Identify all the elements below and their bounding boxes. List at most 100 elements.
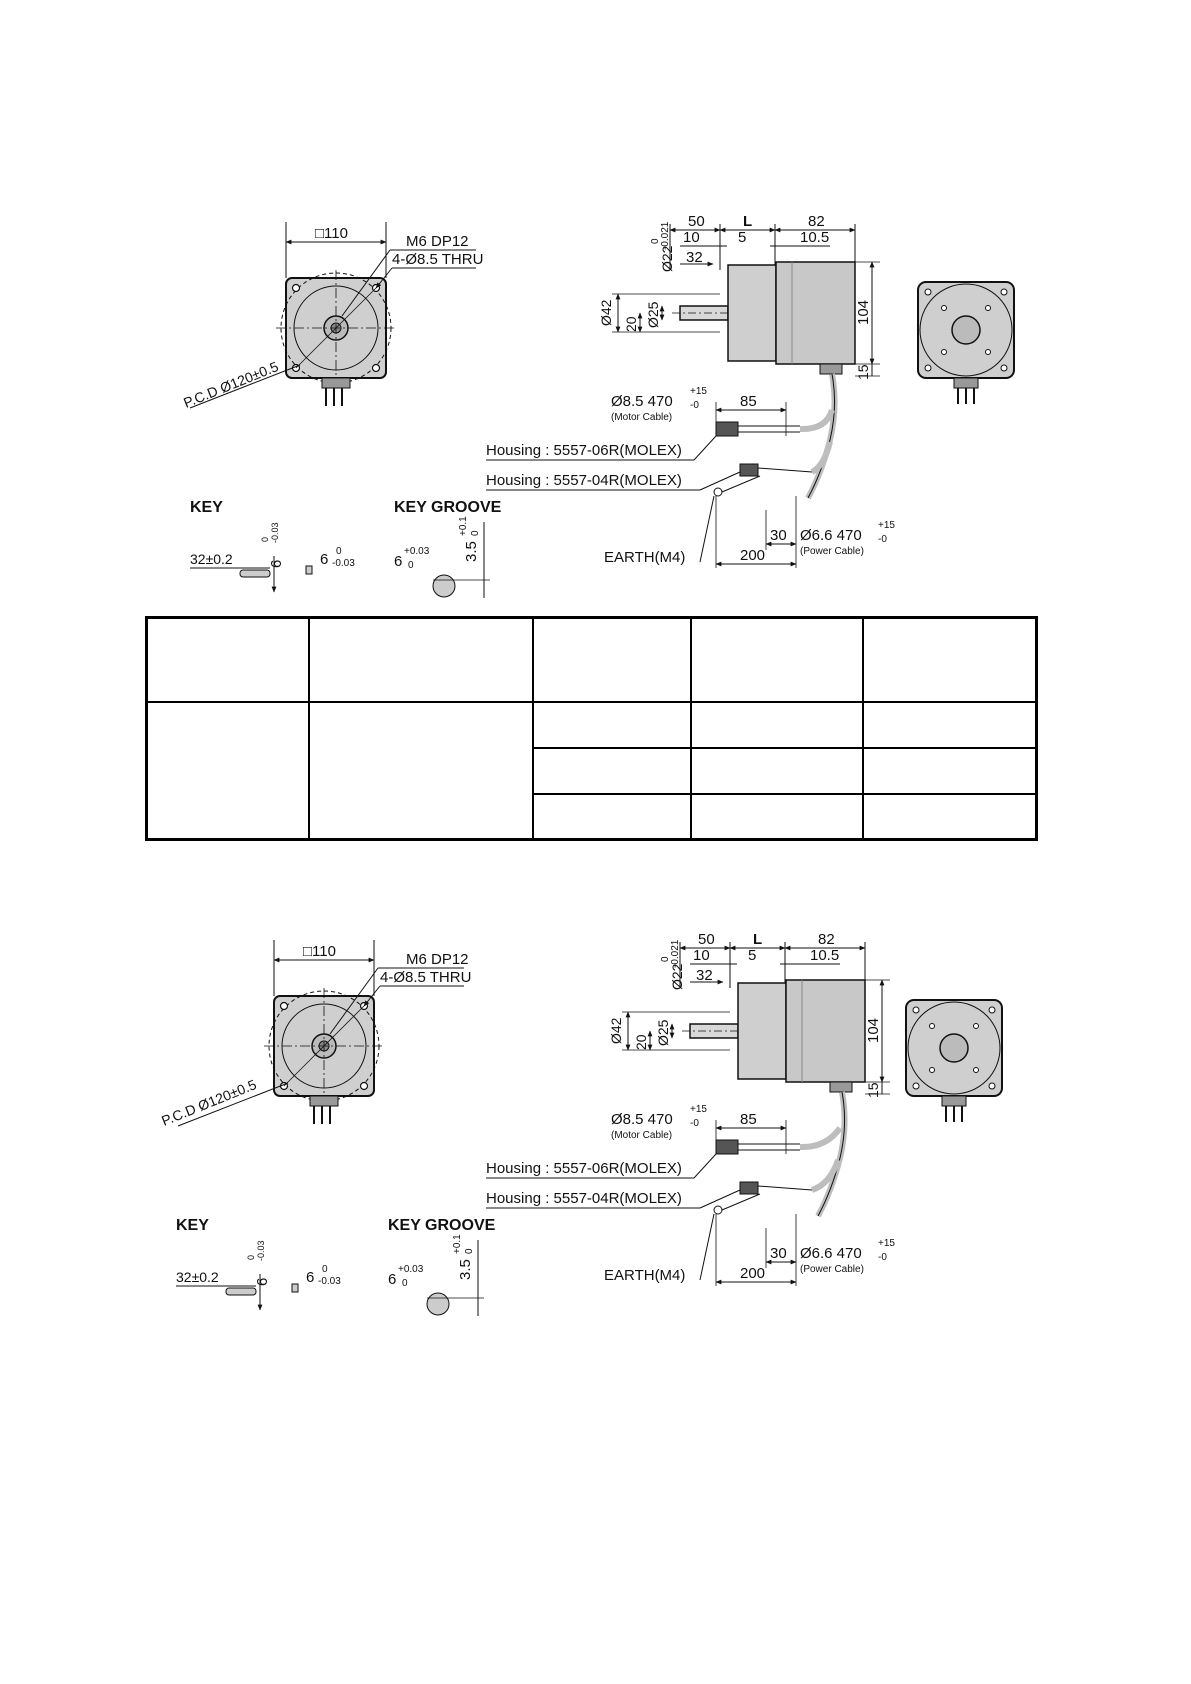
table-row bbox=[145, 700, 1038, 841]
key-groove-detail: KEY GROOVE 6 +0.03 0 3.5 +0.1 0 bbox=[394, 499, 502, 598]
table-cell bbox=[689, 792, 864, 841]
power-cable-tol-top: +15 bbox=[878, 1238, 895, 1249]
table-cell bbox=[861, 700, 1038, 749]
dim-shaft-tol-top: 0 bbox=[660, 956, 671, 962]
key-detail: KEY 32±0.2 6 0 -0.03 6 0 -0.03 bbox=[190, 499, 355, 593]
key-height: 6 bbox=[254, 1278, 271, 1286]
motor-cable-tol-top: +15 bbox=[690, 386, 707, 397]
power-offset: 30 bbox=[770, 1245, 787, 1262]
key-width: 6 bbox=[320, 551, 328, 568]
key-shape bbox=[239, 569, 271, 578]
power-cable-spec: Ø6.6 470 bbox=[800, 1245, 862, 1262]
dim-height: 104 bbox=[855, 300, 872, 325]
key-groove-detail: KEY GROOVE 6 +0.03 0 3.5 +0.1 0 bbox=[388, 1217, 496, 1316]
key-shape bbox=[225, 1287, 257, 1296]
housing-power-label: Housing : 5557-04R(MOLEX) bbox=[486, 472, 682, 489]
square-size-label: □110 bbox=[303, 943, 336, 960]
power-offset: 30 bbox=[770, 527, 787, 544]
motor-cable-spec: Ø8.5 470 bbox=[611, 393, 673, 410]
holes-label: 4-Ø8.5 THRU bbox=[392, 251, 483, 268]
groove-title: KEY GROOVE bbox=[394, 499, 502, 516]
dim-flange-length: 50 bbox=[698, 931, 715, 948]
key-length: 32±0.2 bbox=[190, 551, 233, 567]
rear-view bbox=[917, 281, 1015, 404]
dim-body-length: L bbox=[743, 213, 752, 230]
housing-power-label: Housing : 5557-04R(MOLEX) bbox=[486, 1190, 682, 1207]
gearbox-body bbox=[727, 264, 777, 362]
table-row bbox=[147, 792, 1038, 841]
key-width-tol-bottom: -0.03 bbox=[332, 558, 355, 569]
earth-terminal bbox=[713, 487, 723, 497]
pcd-label: P.C.D Ø120±0.5 bbox=[159, 1076, 259, 1129]
key-width: 6 bbox=[306, 1269, 314, 1286]
groove-width-tol-bottom: 0 bbox=[402, 1278, 408, 1289]
cable-callouts: Ø8.5 470 +15 -0 (Motor Cable) 85 Housing… bbox=[486, 386, 895, 568]
motor-cable-length: 85 bbox=[740, 393, 757, 410]
key-height-tol-bottom: -0.03 bbox=[270, 522, 280, 543]
power-cable-tol-top: +15 bbox=[878, 520, 895, 531]
dim-shaft-tol-top: 0 bbox=[650, 238, 661, 244]
table-cell bbox=[307, 700, 534, 841]
dim-inner-dia: Ø25 bbox=[645, 301, 661, 328]
power-cable-name: (Power Cable) bbox=[800, 1264, 864, 1275]
motor-cable-tol-bottom: -0 bbox=[690, 400, 699, 411]
key-width-tol-bottom: -0.03 bbox=[318, 1276, 341, 1287]
power-connector bbox=[739, 1181, 759, 1195]
table-row bbox=[147, 746, 1038, 795]
table-cell bbox=[145, 700, 310, 841]
motor-connector bbox=[715, 1139, 739, 1155]
motor-cable-length: 85 bbox=[740, 1111, 757, 1128]
key-width-tol-top: 0 bbox=[336, 546, 342, 557]
pcd-label: P.C.D Ø120±0.5 bbox=[181, 358, 281, 411]
motor-cable-tol-top: +15 bbox=[690, 1104, 707, 1115]
dim-inner-dia: Ø25 bbox=[655, 1019, 671, 1046]
dim-gap: 5 bbox=[738, 229, 746, 246]
earth-length: 200 bbox=[740, 1265, 765, 1282]
motor-cable-spec: Ø8.5 470 bbox=[611, 1111, 673, 1128]
header-cell-2 bbox=[307, 616, 534, 703]
tap-label: M6 DP12 bbox=[406, 233, 469, 250]
motor-body bbox=[775, 261, 856, 365]
side-view: 50 L 82 10 5 10.5 32 Ø22 0 -0.021 Ø42 20… bbox=[598, 213, 880, 500]
table-header-row bbox=[145, 616, 1038, 703]
motor-cable-name: (Motor Cable) bbox=[611, 1130, 672, 1141]
header-cell-3 bbox=[531, 616, 692, 703]
table-cell bbox=[861, 746, 1038, 795]
power-cable-spec: Ø6.6 470 bbox=[800, 527, 862, 544]
front-view: □110 M6 DP12 4-Ø8.5 THRU P.C.D Ø120±0.5 bbox=[159, 940, 471, 1129]
dim-cable-offset: 15 bbox=[855, 364, 871, 380]
key-width-tol-top: 0 bbox=[322, 1264, 328, 1275]
cable-callouts: Ø8.5 470 +15 -0 (Motor Cable) 85 Housing… bbox=[486, 1104, 895, 1286]
side-view: 50 L 82 10 5 10.5 32 Ø22 0 -0.021 Ø42 20… bbox=[608, 931, 890, 1218]
earth-label: EARTH(M4) bbox=[604, 1267, 685, 1284]
dim-shaft-dia: Ø22 bbox=[669, 963, 685, 990]
groove-title: KEY GROOVE bbox=[388, 1217, 496, 1234]
dim-shaft-tol-bottom: -0.021 bbox=[670, 939, 681, 968]
groove-depth: 3.5 bbox=[457, 1259, 474, 1280]
groove-depth: 3.5 bbox=[463, 541, 480, 562]
square-size-label: □110 bbox=[315, 225, 348, 242]
dim-pilot-dia: Ø42 bbox=[608, 1017, 624, 1044]
drawing-block-1: □110 M6 DP12 4-Ø8.5 THRU P.C.D Ø120±0.5 bbox=[181, 213, 1015, 598]
power-connector bbox=[739, 463, 759, 477]
key-height-tol-top: 0 bbox=[260, 537, 270, 542]
power-cable-name: (Power Cable) bbox=[800, 546, 864, 557]
holes-label: 4-Ø8.5 THRU bbox=[380, 969, 471, 986]
groove-shaft bbox=[432, 574, 456, 598]
dim-pilot-dia: Ø42 bbox=[598, 299, 614, 326]
key-detail: KEY 32±0.2 6 0 -0.03 6 0 -0.03 bbox=[176, 1217, 341, 1311]
dim-cable-offset: 15 bbox=[865, 1082, 881, 1098]
motor-cable-tol-bottom: -0 bbox=[690, 1118, 699, 1129]
table-cell bbox=[861, 792, 1038, 841]
dim-shaft-height: 20 bbox=[623, 316, 639, 332]
spec-table bbox=[145, 616, 1038, 841]
dim-body-length: L bbox=[753, 931, 762, 948]
key-height: 6 bbox=[268, 560, 285, 568]
key-title: KEY bbox=[176, 1217, 209, 1234]
groove-width: 6 bbox=[394, 553, 402, 570]
table-cell bbox=[689, 700, 864, 749]
groove-depth-tol-bottom: 0 bbox=[464, 1248, 475, 1254]
dim-flange-length: 50 bbox=[688, 213, 705, 230]
groove-width-tol-top: +0.03 bbox=[398, 1264, 424, 1275]
groove-shaft bbox=[426, 1292, 450, 1316]
